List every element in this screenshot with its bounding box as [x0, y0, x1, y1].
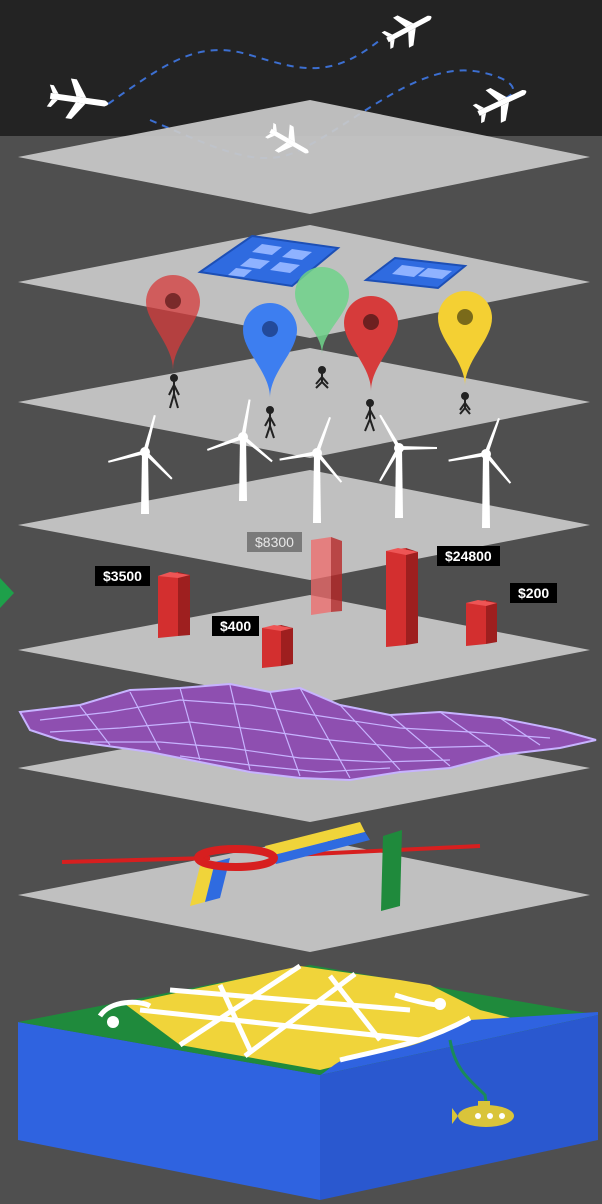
map-marker-icon — [146, 275, 200, 370]
bar-3d — [311, 537, 342, 615]
price-tag-400: $400 — [212, 616, 260, 636]
person-icon — [315, 366, 329, 389]
side-arrow-icon — [0, 578, 14, 608]
airplane-icon — [381, 15, 432, 50]
base-map-block — [18, 963, 598, 1200]
price-tag-8300: $8300 — [247, 532, 302, 552]
wind-turbine-icon — [279, 416, 343, 523]
flight-paths — [107, 39, 515, 159]
bar-3d — [158, 572, 190, 638]
building-footprint — [363, 256, 468, 290]
price-tag-24800: $24800 — [437, 546, 500, 566]
layer-plane — [18, 595, 590, 705]
terrain-mesh — [18, 682, 597, 782]
layer-plane — [18, 100, 590, 214]
map-marker-icon — [438, 291, 492, 386]
person-icon — [168, 374, 180, 409]
wind-turbine-icon — [379, 414, 437, 518]
airplane-icon — [46, 78, 109, 119]
airplane-icon — [265, 122, 309, 154]
building-footprint — [197, 234, 341, 288]
bar-3d — [466, 600, 497, 646]
bars — [158, 537, 497, 668]
person-icon — [459, 392, 471, 415]
map-marker-icon — [344, 296, 398, 391]
map-marker-icon — [295, 267, 349, 354]
people — [168, 366, 471, 439]
airplane-icon — [472, 87, 527, 124]
person-icon — [364, 399, 376, 432]
layer-plane — [18, 838, 590, 952]
person-icon — [264, 406, 276, 439]
submarine-icon — [452, 1101, 514, 1127]
road-network — [61, 822, 481, 911]
wind-turbine-icon — [448, 417, 512, 528]
bar-3d — [386, 548, 418, 647]
bar-3d — [262, 625, 293, 668]
wind-turbine-icon — [108, 415, 173, 514]
wind-turbine-icon — [206, 399, 273, 501]
airplanes — [46, 15, 527, 124]
layer-plane — [18, 348, 590, 458]
price-tag-200: $200 — [510, 583, 558, 603]
price-tag-3500: $3500 — [95, 566, 150, 586]
wind-turbines — [108, 399, 512, 528]
map-marker-icon — [243, 303, 297, 398]
